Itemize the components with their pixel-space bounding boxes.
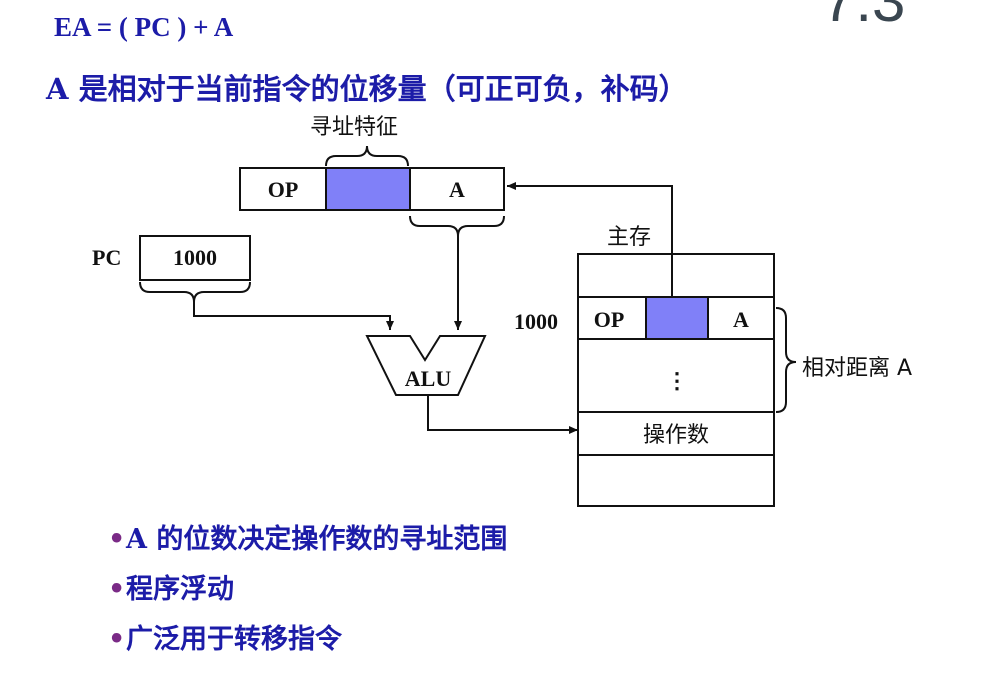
main-memory-label: 主存 <box>607 225 651 250</box>
instruction-a-field: A <box>449 177 465 202</box>
bullet-item: •程序浮动 <box>108 574 234 605</box>
pc-register: 1000 <box>139 235 251 281</box>
relative-distance-brace <box>775 307 797 413</box>
bullet-item: •广泛用于转移指令 <box>108 624 342 655</box>
pc-label: PC <box>92 245 121 270</box>
main-memory: OP A ⋮ 操作数 <box>577 253 775 507</box>
memory-op-field: OP <box>594 307 625 332</box>
relative-distance-label: 相对距离 A <box>802 356 912 381</box>
instruction-addressing-field <box>325 167 411 211</box>
instruction-op-field: OP <box>268 177 299 202</box>
operand-label: 操作数 <box>643 423 709 448</box>
a-field-brace <box>409 215 505 237</box>
memory-addressing-field <box>645 296 709 340</box>
description: A 是相对于当前指令的位移量（可正可负，补码） <box>46 72 688 106</box>
memory-to-instruction-arrow <box>507 182 673 297</box>
bullet-item: •A 的位数决定操作数的寻址范围 <box>108 524 508 555</box>
memory-address-1000: 1000 <box>514 309 558 334</box>
bullet-list: •A 的位数决定操作数的寻址范围 •程序浮动 •广泛用于转移指令 <box>108 515 507 665</box>
alu-label: ALU <box>405 366 452 391</box>
memory-a-field: A <box>733 307 749 332</box>
pc-to-alu-arrow <box>193 302 394 330</box>
memory-ellipsis: ⋮ <box>666 368 688 393</box>
alu-to-operand-arrow <box>427 395 578 434</box>
pc-value: 1000 <box>173 245 217 270</box>
alu: ALU <box>365 335 487 396</box>
corner-section-number: 7.3 <box>822 0 906 34</box>
formula: EA = ( PC ) + A <box>54 12 234 42</box>
pc-brace <box>139 281 251 303</box>
addressing-feature-label: 寻址特征 <box>310 115 398 140</box>
addressing-feature-brace <box>325 145 409 167</box>
instruction-register: OP A <box>239 167 505 211</box>
